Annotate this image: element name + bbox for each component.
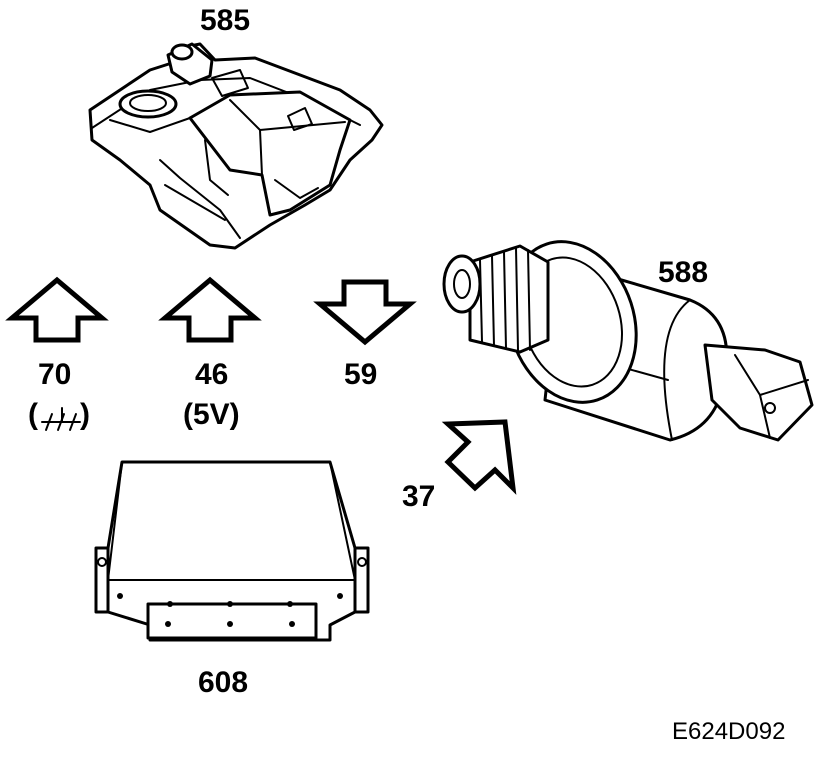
component-585-sensor: [88, 42, 384, 250]
pin-46-up-arrow: [158, 276, 262, 343]
pin-46-label: 46: [195, 358, 229, 391]
pin-46-note: (5V): [183, 398, 240, 431]
ground-symbol-icon: [41, 407, 81, 431]
pin-59-label: 59: [344, 358, 378, 391]
component-588-label: 588: [658, 256, 709, 289]
component-588-valve: [442, 240, 814, 442]
pin-70-up-arrow: [5, 276, 109, 343]
pin-37-up-right-arrow: [441, 419, 517, 495]
component-585-label: 585: [200, 4, 251, 37]
pin-37-label: 37: [402, 480, 436, 513]
figure-code: E624D092: [672, 718, 786, 745]
pin-70-label: 70: [38, 358, 72, 391]
component-608-control-module: [94, 460, 370, 642]
pin-70-note-open: (: [28, 398, 38, 431]
pin-59-down-arrow: [313, 279, 417, 346]
component-608-label: 608: [198, 666, 249, 699]
pin-70-note-close: ): [80, 398, 90, 431]
